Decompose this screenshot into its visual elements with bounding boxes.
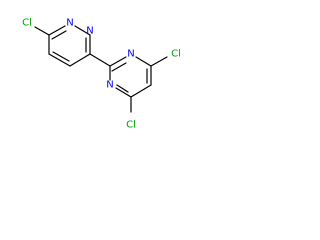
- bond-c-c-bottom-left-double: [52, 51, 70, 62]
- bond-cl-c-top: [34, 26, 50, 36]
- atom-n-pyridazine-1: N: [66, 18, 73, 29]
- bond-pyrimidine-c4-n3: [115, 87, 132, 98]
- bond-pyrimidine-c4-n3-double: [116, 84, 129, 93]
- bond-c-c-bottom-left: [48, 53, 71, 67]
- atom-n-pyridazine-2: N: [86, 26, 93, 37]
- bonds: [34, 25, 168, 113]
- bond-c-n-1: [48, 25, 66, 36]
- bond-pyrimidine-c2-n1-double: [111, 62, 127, 72]
- atom-n-pyrimidine-bottom: N: [106, 80, 113, 91]
- atom-labels: Cl N N N N Cl Cl: [22, 18, 181, 131]
- molecule-structure: Cl N N N N Cl Cl: [22, 18, 181, 131]
- atom-n-pyrimidine-top: N: [127, 49, 134, 60]
- bond-n-n: [74, 25, 91, 36]
- bond-inter-ring: [89, 53, 111, 67]
- bond-c-n-1-double: [51, 30, 67, 40]
- bond-pyrimidine-c2-n1: [109, 56, 127, 67]
- bond-pyrimidine-c5-c4: [130, 84, 152, 98]
- atom-cl-right: Cl: [171, 49, 181, 60]
- bond-pyrimidine-c6-cl: [150, 56, 168, 67]
- atom-cl-top: Cl: [22, 18, 32, 29]
- bond-c-c-bottom-right: [69, 53, 91, 67]
- bond-pyrimidine-n1-c6: [135, 56, 152, 67]
- atom-cl-bottom: Cl: [126, 120, 136, 131]
